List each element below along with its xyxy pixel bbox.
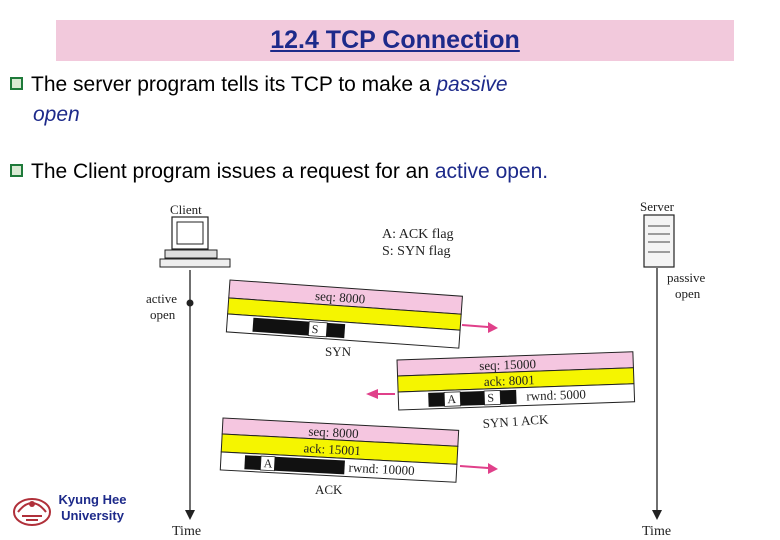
time-label-right: Time bbox=[642, 524, 671, 539]
university-name: Kyung Hee University bbox=[55, 492, 130, 524]
bullet-2-accent: active open. bbox=[434, 160, 549, 183]
client-computer-icon bbox=[159, 216, 231, 268]
seg3-arrow-head-icon bbox=[488, 463, 498, 474]
bullet-active-open: The Client program issues a request for … bbox=[10, 157, 730, 187]
active-open-dot bbox=[186, 299, 194, 307]
segment-ack: seq: 8000 ack: 15001 A rwnd: 10000 bbox=[219, 417, 460, 483]
checkbox-bullet-icon bbox=[10, 77, 23, 90]
segment-syn-ack: seq: 15000 ack: 8001 A S rwnd: 5000 bbox=[396, 351, 636, 411]
seg2-arrow-head-icon bbox=[366, 389, 378, 399]
university-seal-icon bbox=[13, 498, 51, 526]
seg1-name: SYN bbox=[325, 344, 352, 359]
slide-title: 12.4 TCP Connection bbox=[270, 26, 520, 54]
passive-label-1: passive bbox=[667, 270, 706, 285]
seg1-seq: seq: 8000 bbox=[315, 288, 366, 306]
university-line-1: Kyung Hee bbox=[58, 492, 127, 507]
title-bar: 12.4 TCP Connection bbox=[56, 20, 734, 61]
seg3-name: ACK bbox=[315, 482, 343, 497]
active-label-2: open bbox=[150, 307, 176, 322]
legend-ack: A: ACK flag bbox=[382, 227, 454, 242]
client-label: Client bbox=[170, 202, 202, 217]
seg3-seq: seq: 8000 bbox=[308, 423, 359, 441]
bullet-passive-open: The server program tells its TCP to make… bbox=[10, 70, 730, 130]
seg3-ack: ack: 15001 bbox=[303, 440, 361, 458]
seg1-arrow-line bbox=[461, 324, 489, 328]
bullet-1-text: The server program tells its TCP to make… bbox=[31, 73, 437, 96]
time-label-left: Time bbox=[172, 524, 201, 539]
university-line-2: University bbox=[61, 508, 124, 523]
server-tower-icon bbox=[643, 214, 675, 268]
server-time-arrow-icon bbox=[652, 510, 662, 520]
seg2-ack: ack: 8001 bbox=[484, 372, 535, 389]
server-label: Server bbox=[640, 199, 675, 214]
passive-label-2: open bbox=[675, 286, 701, 301]
seg2-rwnd: rwnd: 5000 bbox=[526, 386, 586, 403]
seg1-arrow-head-icon bbox=[488, 322, 498, 333]
seg2-flag-a: A bbox=[447, 392, 456, 406]
seg3-flag-a: A bbox=[263, 456, 273, 470]
bullet-2-text: The Client program issues a request for … bbox=[31, 160, 435, 183]
seg2-flag-s: S bbox=[487, 391, 494, 405]
active-label-1: active bbox=[146, 291, 177, 306]
client-time-arrow-icon bbox=[185, 510, 195, 520]
segment-syn: seq: 8000 S bbox=[225, 279, 463, 349]
seg3-arrow-line bbox=[459, 465, 489, 469]
seg2-name: SYN 1 ACK bbox=[482, 411, 549, 431]
seg1-flag-s: S bbox=[311, 322, 319, 336]
bullet-1-line2: open bbox=[33, 103, 80, 126]
checkbox-bullet-icon bbox=[10, 164, 23, 177]
bullet-1-accent: passive bbox=[436, 73, 508, 96]
legend-syn: S: SYN flag bbox=[382, 244, 450, 259]
seg3-rwnd: rwnd: 10000 bbox=[348, 460, 415, 478]
seg2-seq: seq: 15000 bbox=[479, 356, 536, 373]
